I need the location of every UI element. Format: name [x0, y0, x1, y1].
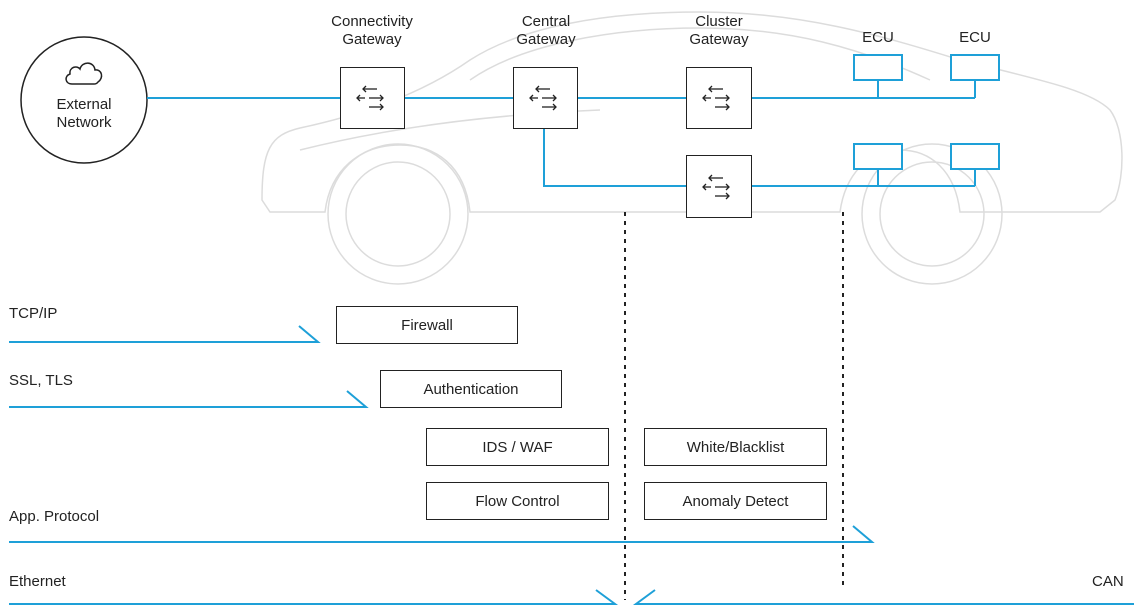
lower-cluster-gateway-switch [686, 155, 752, 218]
external-network-label: External Network [56, 96, 112, 131]
ecu-label-2: ECU [959, 29, 991, 46]
arrow-ethernet [9, 589, 619, 605]
ecu-box-bottom-2 [950, 143, 1000, 170]
white-blacklist-box: White/Blacklist [644, 428, 827, 466]
car-silhouette [261, 11, 1123, 285]
flow-control-box: Flow Control [426, 482, 609, 520]
cluster-gateway-label: Cluster Gateway [689, 13, 749, 48]
external-network-circle [20, 36, 148, 164]
connectivity-gateway-switch [340, 67, 405, 129]
arrows-switch-icon [355, 85, 384, 111]
arrows-switch-icon [702, 174, 730, 199]
ecu-boxes [853, 54, 1000, 170]
arrows-switch-icon [528, 85, 557, 111]
network-links [147, 80, 976, 187]
layer-label-ethernet: Ethernet [9, 573, 66, 590]
ecu-box-top-2 [950, 54, 1000, 81]
connectivity-gateway-label: Connectivity Gateway [331, 13, 413, 48]
ids-waf-box: IDS / WAF [426, 428, 609, 466]
anomaly-detect-box: Anomaly Detect [644, 482, 827, 520]
ecu-box-top-1 [853, 54, 903, 81]
layer-label-can: CAN [1092, 573, 1124, 590]
central-gateway-label: Central Gateway [516, 13, 576, 48]
arrows-switch-icon [702, 85, 730, 111]
ecu-box-bottom-1 [853, 143, 903, 170]
cluster-gateway-switch [686, 67, 752, 129]
arrow-ssl-tls [9, 390, 369, 408]
link-central-lower [543, 128, 686, 187]
ecu-label-1: ECU [862, 29, 894, 46]
arrow-tcpip [9, 325, 321, 343]
dotted-separators [624, 212, 844, 600]
arrow-can [632, 589, 1134, 605]
layer-label-ssl-tls: SSL, TLS [9, 372, 73, 389]
firewall-box: Firewall [336, 306, 518, 344]
central-gateway-switch [513, 67, 578, 129]
authentication-box: Authentication [380, 370, 562, 408]
layer-arrows [9, 325, 1134, 605]
layer-label-app-protocol: App. Protocol [9, 508, 100, 525]
cloud-icon [65, 62, 103, 85]
arrow-app-protocol [9, 525, 875, 543]
layer-label-tcpip: TCP/IP [9, 305, 58, 322]
